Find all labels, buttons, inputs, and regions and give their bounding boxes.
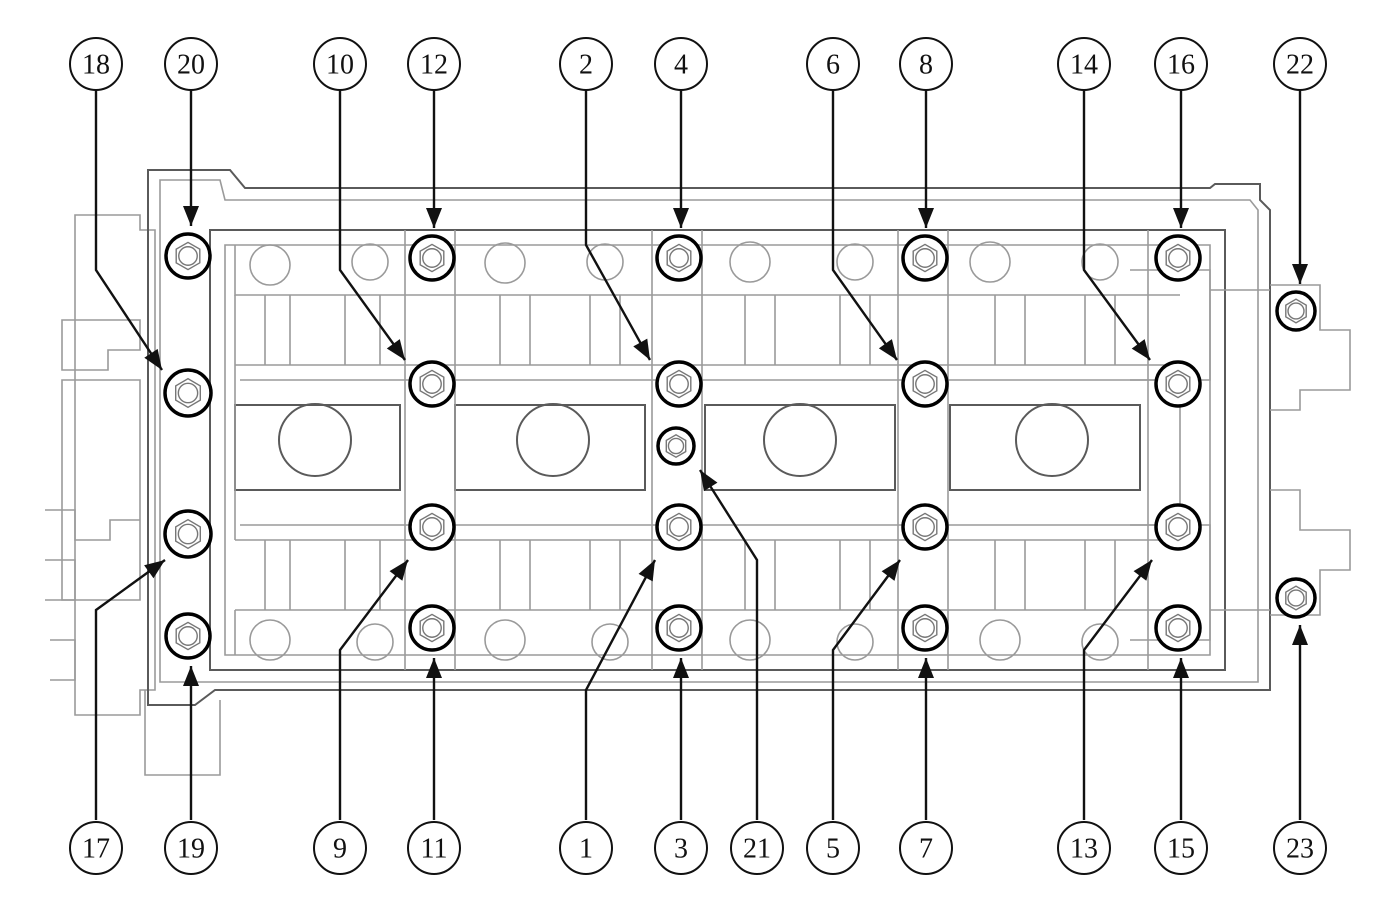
bolt-17 xyxy=(163,509,213,559)
leader-layer xyxy=(94,90,1308,820)
bolt-18 xyxy=(163,368,213,418)
bolt-8 xyxy=(901,234,949,282)
bolt-14 xyxy=(1154,360,1202,408)
callout-number: 10 xyxy=(326,50,354,81)
leader-arrow-10 xyxy=(338,90,406,361)
callout-number: 15 xyxy=(1167,834,1195,865)
callout-4: 4 xyxy=(654,37,708,91)
callout-19: 19 xyxy=(164,821,218,875)
callout-number: 8 xyxy=(919,50,933,81)
callout-3: 3 xyxy=(654,821,708,875)
callout-number: 14 xyxy=(1070,50,1098,81)
bolt-3 xyxy=(655,604,703,652)
callout-11: 11 xyxy=(407,821,461,875)
leader-arrow-16 xyxy=(1173,90,1189,228)
callout-number: 9 xyxy=(333,834,347,865)
leader-arrow-1 xyxy=(584,559,657,820)
bolt-layer xyxy=(163,232,1317,660)
bolt-20 xyxy=(164,232,212,280)
bolt-5 xyxy=(901,503,949,551)
callout-number: 6 xyxy=(826,50,840,81)
leader-arrow-2 xyxy=(584,90,652,361)
callout-5: 5 xyxy=(806,821,860,875)
leader-arrow-19 xyxy=(183,666,199,820)
callout-1: 1 xyxy=(559,821,613,875)
leader-arrow-3 xyxy=(673,658,689,820)
callout-number: 20 xyxy=(177,50,205,81)
leader-arrow-8 xyxy=(918,90,934,228)
callout-10: 10 xyxy=(313,37,367,91)
bolt-2 xyxy=(655,360,703,408)
callout-12: 12 xyxy=(407,37,461,91)
callout-18: 18 xyxy=(69,37,123,91)
callout-13: 13 xyxy=(1057,821,1111,875)
bolt-15 xyxy=(1154,604,1202,652)
bolt-4 xyxy=(655,234,703,282)
leader-arrow-23 xyxy=(1292,625,1308,820)
callout-number: 7 xyxy=(919,834,933,865)
callout-17: 17 xyxy=(69,821,123,875)
bolt-7 xyxy=(901,604,949,652)
callout-7: 7 xyxy=(899,821,953,875)
callout-number: 23 xyxy=(1286,834,1314,865)
callout-number: 16 xyxy=(1167,50,1195,81)
bolt-12 xyxy=(408,234,456,282)
bolt-11 xyxy=(408,604,456,652)
bolt-22 xyxy=(1275,290,1317,332)
bolt-9 xyxy=(408,503,456,551)
bolt-19 xyxy=(164,612,212,660)
callout-number: 13 xyxy=(1070,834,1098,865)
callout-2: 2 xyxy=(559,37,613,91)
bolt-21 xyxy=(656,426,696,466)
callout-number: 21 xyxy=(743,834,771,865)
leader-arrow-4 xyxy=(673,90,689,228)
callout-16: 16 xyxy=(1154,37,1208,91)
callout-6: 6 xyxy=(806,37,860,91)
leader-arrow-22 xyxy=(1292,90,1308,284)
callout-number: 2 xyxy=(579,50,593,81)
leader-arrow-21 xyxy=(698,469,759,820)
leader-arrow-12 xyxy=(426,90,442,228)
callout-number: 17 xyxy=(82,834,110,865)
callout-number: 4 xyxy=(674,50,688,81)
callout-21: 21 xyxy=(730,821,784,875)
callout-23: 23 xyxy=(1273,821,1327,875)
callout-number: 22 xyxy=(1286,50,1314,81)
callout-number: 18 xyxy=(82,50,110,81)
leader-arrow-13 xyxy=(1082,559,1153,820)
leader-arrow-14 xyxy=(1082,90,1151,361)
callout-number: 5 xyxy=(826,834,840,865)
bolt-13 xyxy=(1154,503,1202,551)
leader-arrow-5 xyxy=(831,559,901,820)
callout-number: 1 xyxy=(579,834,593,865)
leader-arrow-20 xyxy=(183,90,199,226)
callout-15: 15 xyxy=(1154,821,1208,875)
leader-arrow-15 xyxy=(1173,658,1189,820)
callout-20: 20 xyxy=(164,37,218,91)
bolt-1 xyxy=(655,503,703,551)
bolt-10 xyxy=(408,360,456,408)
leader-arrow-18 xyxy=(94,90,164,371)
bolt-23 xyxy=(1275,577,1317,619)
callout-8: 8 xyxy=(899,37,953,91)
leader-arrow-11 xyxy=(426,658,442,820)
callout-14: 14 xyxy=(1057,37,1111,91)
callout-22: 22 xyxy=(1273,37,1327,91)
cylinder-head-outline xyxy=(45,169,1351,776)
callout-number: 11 xyxy=(421,834,448,865)
leader-arrow-17 xyxy=(94,559,166,820)
leader-arrow-7 xyxy=(918,658,934,820)
bolt-16 xyxy=(1154,234,1202,282)
callout-9: 9 xyxy=(313,821,367,875)
leader-arrow-9 xyxy=(338,559,409,820)
callout-number: 3 xyxy=(674,834,688,865)
callout-number: 12 xyxy=(420,50,448,81)
callout-number: 19 xyxy=(177,834,205,865)
leader-arrow-6 xyxy=(831,90,898,361)
bolt-6 xyxy=(901,360,949,408)
